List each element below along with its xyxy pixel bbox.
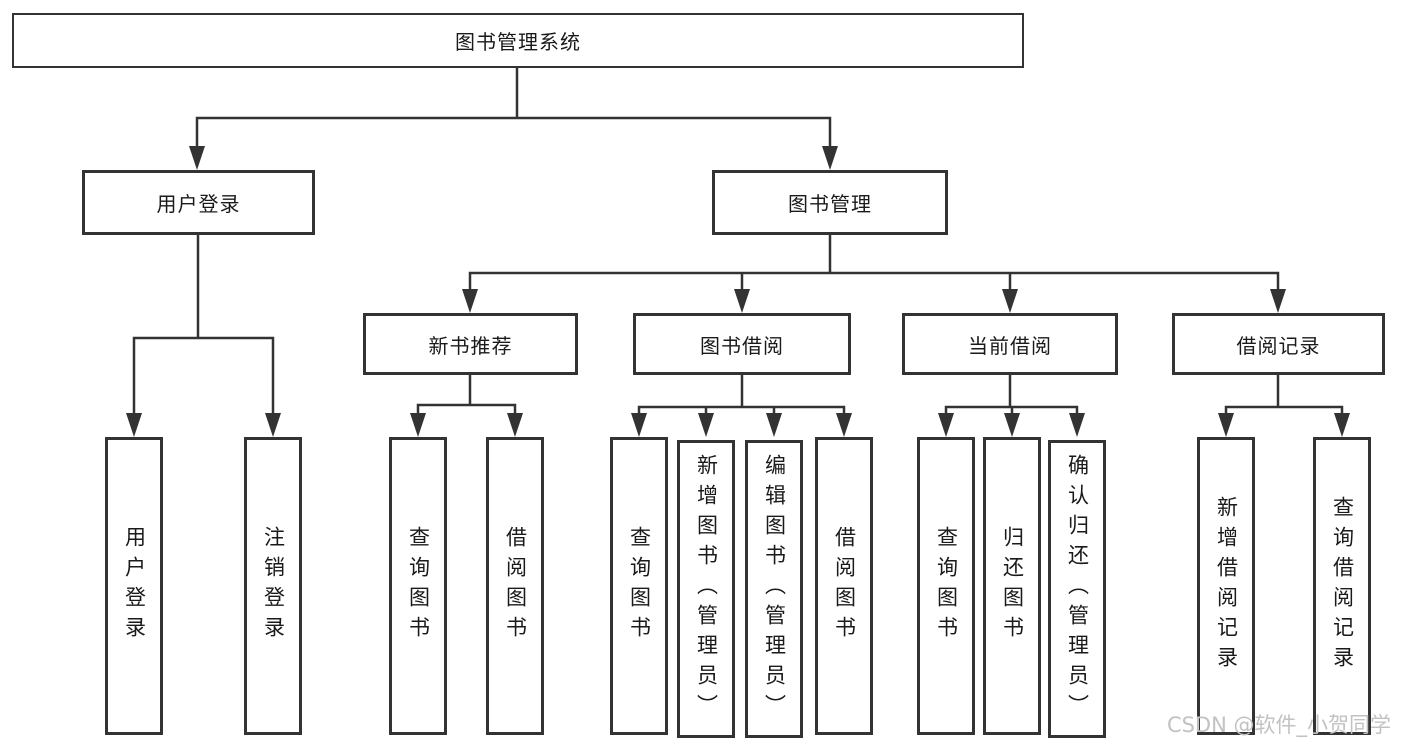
leaf-borrowing-edit-book-label: 编辑图书（管理员） — [762, 454, 787, 724]
leaf-recommend-query-book-label: 查询图书 — [406, 526, 431, 646]
node-user-login: 用户登录 — [82, 170, 315, 235]
leaf-records-add-record: 新增借阅记录 — [1197, 437, 1255, 735]
leaf-borrowing-add-book-label: 新增图书（管理员） — [694, 454, 719, 724]
node-current-borrowing: 当前借阅 — [902, 313, 1118, 375]
leaf-current-confirm-return-label: 确认归还（管理员） — [1065, 454, 1090, 724]
csdn-watermark: CSDN @软件_小贺同学 — [1166, 713, 1391, 737]
leaf-records-query-record-label: 查询借阅记录 — [1330, 496, 1355, 676]
leaf-user-login-label: 用户登录 — [122, 526, 147, 646]
leaf-logout: 注销登录 — [244, 437, 302, 735]
leaf-records-query-record: 查询借阅记录 — [1313, 437, 1371, 735]
node-book-borrowing-label: 图书借阅 — [700, 333, 784, 358]
node-book-borrowing: 图书借阅 — [633, 313, 851, 375]
leaf-borrowing-query-book-label: 查询图书 — [627, 526, 652, 646]
node-book-management: 图书管理 — [712, 170, 948, 235]
leaf-recommend-borrow-book: 借阅图书 — [486, 437, 544, 735]
leaf-borrowing-borrow-book: 借阅图书 — [815, 437, 873, 735]
leaf-borrowing-edit-book: 编辑图书（管理员） — [745, 440, 803, 738]
node-root-label: 图书管理系统 — [455, 30, 581, 54]
node-borrowing-records: 借阅记录 — [1172, 313, 1385, 375]
leaf-borrowing-add-book: 新增图书（管理员） — [677, 440, 735, 738]
node-user-login-label: 用户登录 — [156, 192, 241, 216]
node-new-book-recommend: 新书推荐 — [363, 313, 578, 375]
leaf-current-query-book: 查询图书 — [917, 437, 975, 735]
leaf-borrowing-borrow-book-label: 借阅图书 — [832, 526, 857, 646]
leaf-borrowing-query-book: 查询图书 — [610, 437, 668, 735]
leaf-recommend-query-book: 查询图书 — [389, 437, 447, 735]
leaf-current-confirm-return: 确认归还（管理员） — [1048, 440, 1106, 738]
leaf-logout-label: 注销登录 — [261, 526, 286, 646]
leaf-records-add-record-label: 新增借阅记录 — [1214, 496, 1239, 676]
leaf-current-return-book-label: 归还图书 — [1000, 526, 1025, 646]
leaf-current-query-book-label: 查询图书 — [934, 526, 959, 646]
node-current-borrowing-label: 当前借阅 — [968, 333, 1052, 358]
leaf-current-return-book: 归还图书 — [983, 437, 1041, 735]
node-borrowing-records-label: 借阅记录 — [1236, 333, 1321, 358]
leaf-user-login: 用户登录 — [105, 437, 163, 735]
node-new-book-recommend-label: 新书推荐 — [428, 333, 513, 358]
leaf-recommend-borrow-book-label: 借阅图书 — [503, 526, 528, 646]
node-root: 图书管理系统 — [12, 13, 1024, 68]
node-book-management-label: 图书管理 — [788, 192, 872, 216]
